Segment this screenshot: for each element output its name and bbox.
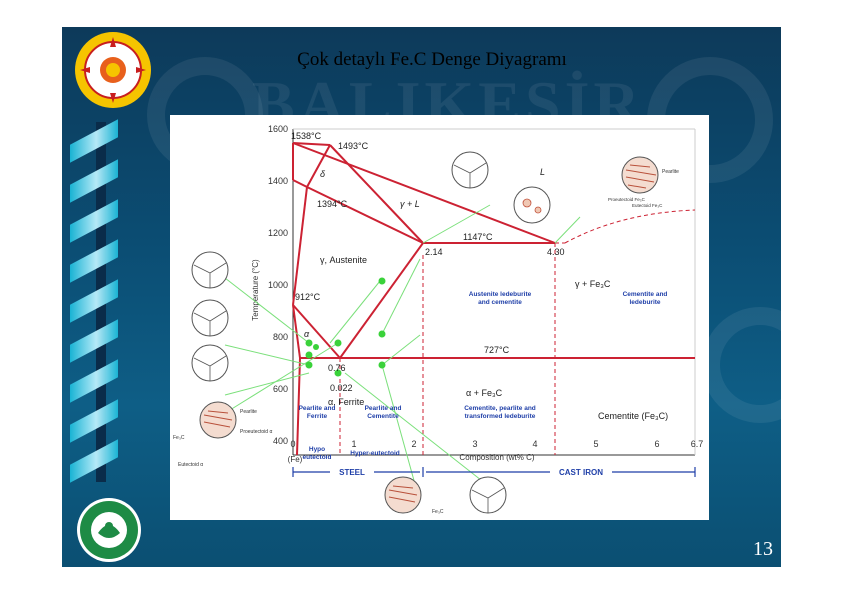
label-430: 4.30 [547, 247, 565, 257]
microstructure-gamma-l [513, 186, 551, 224]
label-cementite: Cementite (Fe₃C) [598, 411, 668, 421]
label-0022: 0.022 [330, 383, 353, 393]
svg-text:ledeburite: ledeburite [629, 299, 660, 306]
x-tick: 0 [290, 439, 295, 449]
label-delta: δ [320, 169, 326, 179]
label-alpha-ferrite: α, Ferrite [328, 397, 364, 407]
svg-text:Proeutectoid Fe₃C: Proeutectoid Fe₃C [608, 197, 646, 202]
svg-text:Ferrite: Ferrite [307, 413, 328, 420]
label-alpha: α [304, 329, 310, 339]
label-steel: STEEL [339, 468, 365, 477]
university-seal-logo-top [75, 32, 151, 108]
phase-diagram-svg: 1600 1400 1200 1000 800 600 400 Temperat… [173, 124, 703, 515]
svg-text:Fe₃C: Fe₃C [173, 435, 185, 441]
y-axis-label: Temperature (°C) [251, 259, 260, 321]
microstructure-pearlite-left: Pearlite Proeutectoid α Fe₃C Eutectoid α [173, 401, 272, 468]
university-seal-logo-bottom [77, 498, 141, 562]
svg-text:Cementite: Cementite [367, 413, 399, 420]
label-1147: 1147°C [463, 232, 493, 242]
y-tick: 800 [273, 332, 288, 342]
x-origin-label: (Fe) [288, 455, 303, 464]
microstructure-ferrite-left [191, 299, 229, 337]
y-tick: 1600 [268, 124, 288, 134]
x-tick: 5 [593, 439, 598, 449]
region-descriptions: Austenite ledeburite and cementite Cemen… [299, 291, 668, 461]
slide-title: Çok detaylı Fe.C Denge Diyagramı [297, 49, 567, 70]
x-tick: 6.7 [691, 439, 704, 449]
y-ticks: 1600 1400 1200 1000 800 600 400 [268, 124, 288, 446]
x-tick: 4 [532, 439, 537, 449]
y-tick: 400 [273, 436, 288, 446]
label-gamma-fe3c: γ + Fe₃C [575, 279, 611, 289]
label-liquid: L [540, 167, 545, 177]
label-912: 912°C [295, 292, 321, 302]
svg-text:Cementite, pearlite and: Cementite, pearlite and [464, 405, 536, 412]
svg-text:Pearlite and: Pearlite and [299, 405, 336, 412]
svg-text:Pearlite: Pearlite [240, 409, 257, 415]
slide-background: BALIKESİR [62, 27, 781, 567]
label-727: 727°C [484, 345, 510, 355]
y-tick: 600 [273, 384, 288, 394]
svg-text:Hyper-eutectoid: Hyper-eutectoid [350, 450, 400, 457]
svg-text:eutectoid: eutectoid [303, 454, 332, 461]
svg-text:Pearlite and: Pearlite and [365, 405, 402, 412]
svg-text:Fe₃C: Fe₃C [432, 509, 444, 515]
microstructure-pearlite-top: Pearlite Proeutectoid Fe₃C Eutectoid Fe₃… [608, 156, 679, 208]
microstructure-austenite-left [191, 251, 229, 289]
microstructure-alpha-gamma-left [191, 344, 229, 382]
microstructure-liquid-region [451, 151, 489, 189]
svg-text:transformed ledeburite: transformed ledeburite [465, 413, 536, 420]
label-austenite: γ, Austenite [320, 255, 367, 265]
tie-lines [224, 204, 581, 496]
x-axis-label: Composition (wt% C) [459, 453, 534, 462]
label-1538: 1538°C [291, 131, 322, 141]
x-tick: 6 [654, 439, 659, 449]
tie-points [305, 277, 386, 377]
label-alpha-fe3c: α + Fe₃C [466, 388, 503, 398]
label-cast-iron: CAST IRON [559, 468, 603, 477]
fe-c-phase-diagram: 1600 1400 1200 1000 800 600 400 Temperat… [170, 115, 709, 520]
label-214: 2.14 [425, 247, 443, 257]
label-1394: 1394°C [317, 199, 348, 209]
x-ticks: 0 1 2 3 4 5 6 6.7 [290, 439, 703, 449]
label-gamma-l: γ + L [400, 199, 420, 209]
svg-text:and cementite: and cementite [478, 299, 522, 306]
page-number: 13 [753, 538, 773, 560]
svg-text:Pearlite: Pearlite [662, 169, 679, 175]
label-1493: 1493°C [338, 141, 369, 151]
svg-text:Proeutectoid α: Proeutectoid α [240, 429, 272, 435]
watermark-seal-right [702, 307, 781, 423]
point-labels: 1538°C 1493°C 1394°C 1147°C 912°C 727°C … [291, 131, 668, 421]
y-tick: 1200 [268, 228, 288, 238]
y-tick: 1000 [268, 280, 288, 290]
microstructure-hypereutectoid-bottom: Fe₃C [384, 476, 507, 515]
svg-text:Hypo: Hypo [309, 446, 325, 453]
label-076: 0.76 [328, 363, 346, 373]
svg-text:Austenite ledeburite: Austenite ledeburite [469, 291, 532, 298]
svg-text:Eutectoid α: Eutectoid α [178, 462, 203, 468]
svg-text:Eutectoid Fe₃C: Eutectoid Fe₃C [632, 203, 663, 208]
phase-boundary-lines [292, 142, 695, 456]
y-tick: 1400 [268, 176, 288, 186]
x-tick: 2 [411, 439, 416, 449]
x-tick: 1 [351, 439, 356, 449]
svg-text:Cementite and: Cementite and [623, 291, 668, 298]
x-tick: 3 [472, 439, 477, 449]
